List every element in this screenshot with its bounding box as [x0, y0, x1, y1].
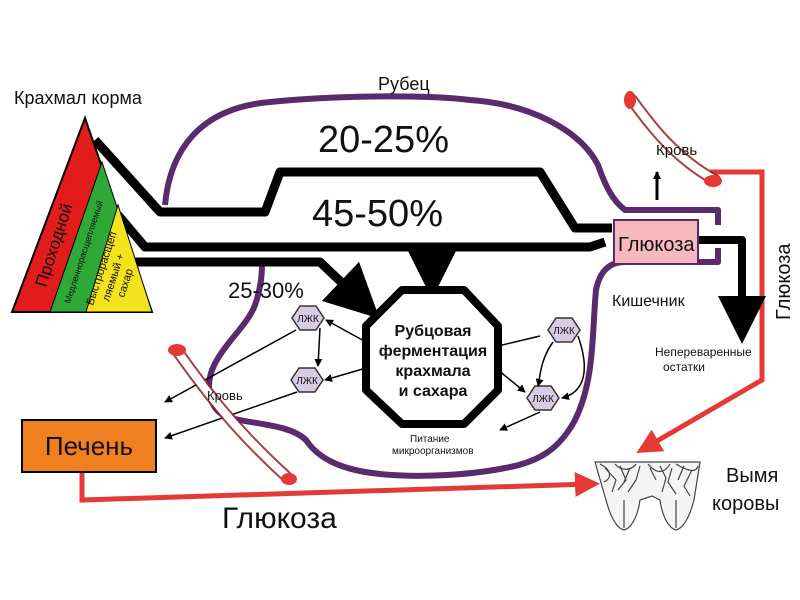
- vfa-node-left-top: ЛЖК: [291, 305, 325, 331]
- triangle-fast-yellow: [85, 203, 153, 313]
- vfa-node-right-bottom: ЛЖК: [526, 385, 560, 411]
- rumen-outline: [162, 93, 721, 479]
- pct-top: 20-25%: [318, 119, 449, 161]
- undigested-label-2: остатки: [663, 360, 705, 374]
- glucose-path-bottom: [79, 471, 600, 503]
- flow-undigested: [698, 236, 766, 344]
- glucose-path-right: [636, 169, 765, 454]
- ferment-label-1: Рубцовая: [395, 323, 472, 340]
- blood-left-label: Кровь: [207, 388, 243, 403]
- liver-label: Печень: [45, 431, 133, 461]
- glucose-box-label: Глюкоза: [618, 234, 695, 256]
- blood-top-label: Кровь: [656, 142, 697, 159]
- glucose-bottom-label: Глюкоза: [222, 502, 337, 535]
- undigested-label-1: Непереваренные: [655, 345, 752, 359]
- vfa-node-left-bottom: ЛЖК: [290, 367, 324, 393]
- fermentation-octagon: [362, 286, 502, 428]
- glucose-box: [613, 219, 699, 265]
- vfa-label: ЛЖК: [296, 376, 318, 387]
- flow-slow: [114, 212, 607, 252]
- pct-low: 25-30%: [228, 278, 304, 303]
- glucose-vertical-label: Глюкоза: [773, 243, 795, 320]
- blood-vessel-left-end-a: [168, 344, 186, 356]
- feeding-label-1: Питание: [410, 434, 450, 445]
- ferment-label-4: и сахара: [399, 383, 468, 400]
- flow-fast: [130, 257, 380, 319]
- liver-box: [21, 419, 157, 473]
- intestine-label: Кишечник: [612, 293, 686, 310]
- blood-vessel-top-end-a: [624, 91, 636, 109]
- blood-vessel-left: [174, 348, 292, 482]
- rumen-label: Рубец: [378, 74, 430, 94]
- vfa-label: ЛЖК: [553, 326, 575, 337]
- vfa-label: ЛЖК: [532, 394, 554, 405]
- blood-vessel-top-end-b: [704, 175, 722, 187]
- flow-bypass: [91, 136, 612, 233]
- blood-vessel-left-end-b: [281, 473, 297, 485]
- udder-illustration: [594, 461, 701, 531]
- thin-arrows: [164, 319, 585, 440]
- ferment-label-2: ферментация: [379, 343, 487, 360]
- pct-mid: 45-50%: [312, 193, 443, 235]
- udder-label-2: коровы: [712, 493, 779, 515]
- starch-label: Крахмал корма: [14, 88, 143, 108]
- ferment-label-3: крахмала: [395, 363, 470, 380]
- feeding-label-2: микроорганизмов: [392, 446, 474, 457]
- udder-label-1: Вымя: [726, 465, 778, 487]
- vfa-node-right-top: ЛЖК: [547, 317, 581, 343]
- vfa-label: ЛЖК: [297, 314, 319, 325]
